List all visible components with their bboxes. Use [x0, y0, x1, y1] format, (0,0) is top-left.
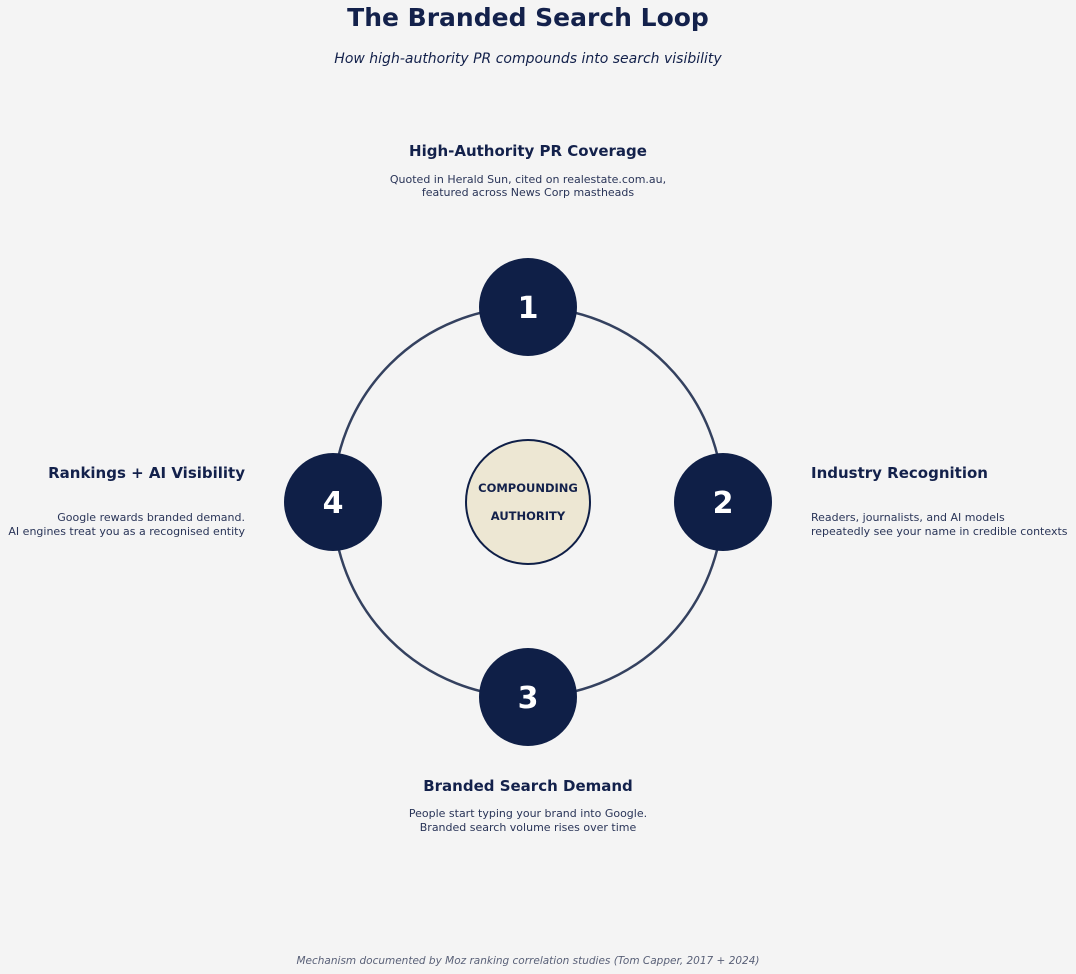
diagram-title: The Branded Search Loop	[347, 3, 709, 32]
step-3-number: 3	[518, 681, 539, 716]
step-4: 4 Rankings + AI Visibility Google reward…	[8, 453, 382, 551]
step-4-title: Rankings + AI Visibility	[48, 464, 245, 482]
step-2-number: 2	[713, 486, 734, 521]
step-2: 2 Industry Recognition Readers, journali…	[674, 453, 1068, 551]
center-label-line2: AUTHORITY	[491, 509, 566, 523]
step-2-node	[674, 453, 772, 551]
step-1-node	[479, 258, 577, 356]
step-2-desc-line1: Readers, journalists, and AI models	[811, 511, 1005, 524]
step-1: 1 High-Authority PR Coverage Quoted in H…	[390, 142, 666, 356]
step-2-title: Industry Recognition	[811, 464, 988, 482]
diagram-subtitle: How high-authority PR compounds into sea…	[334, 51, 722, 67]
step-4-node	[284, 453, 382, 551]
center-label-line1: COMPOUNDING	[478, 481, 578, 495]
step-2-desc-line2: repeatedly see your name in credible con…	[811, 525, 1068, 538]
step-1-title: High-Authority PR Coverage	[409, 142, 647, 160]
center-circle	[465, 439, 591, 565]
step-1-number: 1	[518, 291, 539, 326]
step-3-node	[479, 648, 577, 746]
step-3-title: Branded Search Demand	[423, 777, 633, 795]
step-3-desc-line1: People start typing your brand into Goog…	[409, 807, 647, 820]
step-4-number: 4	[323, 486, 344, 521]
step-1-desc-line1: Quoted in Herald Sun, cited on realestat…	[390, 173, 666, 186]
step-3-desc-line2: Branded search volume rises over time	[420, 821, 637, 834]
step-1-desc-line2: featured across News Corp mastheads	[422, 186, 635, 199]
step-4-desc-line2: AI engines treat you as a recognised ent…	[8, 525, 245, 538]
step-3: 3 Branded Search Demand People start typ…	[409, 648, 647, 834]
footer-note: Mechanism documented by Moz ranking corr…	[296, 955, 759, 967]
step-4-desc-line1: Google rewards branded demand.	[57, 511, 245, 524]
